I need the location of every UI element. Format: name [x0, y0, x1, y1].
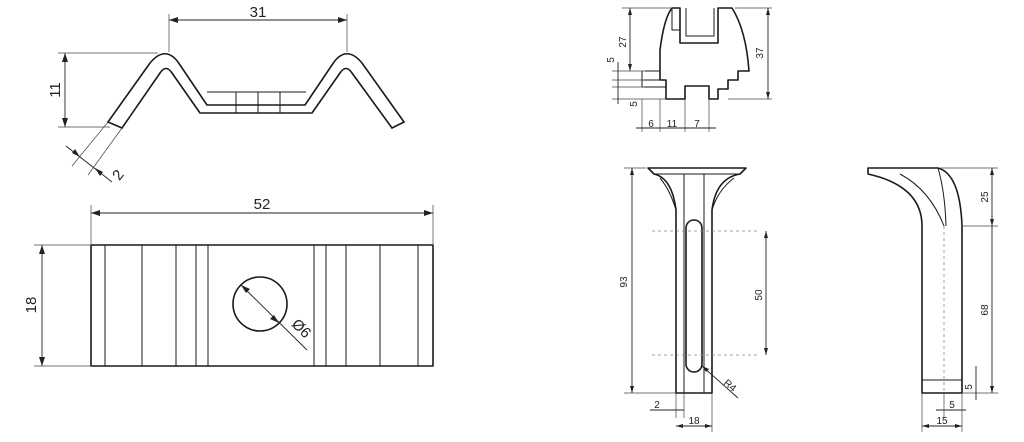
dim-7-label: 7	[694, 119, 700, 130]
profile-outline-outer	[107, 52, 405, 123]
front-view: 93 50 R4 2 18	[619, 167, 768, 432]
profile-view: 31 11 2	[47, 4, 405, 184]
dim-2-label: 2	[109, 167, 128, 184]
dim-11-label: 11	[47, 82, 64, 98]
dim-18b-label: 18	[688, 416, 700, 427]
slot	[685, 219, 703, 373]
profile-outline-inner	[121, 67, 393, 129]
dim-93-label: 93	[619, 276, 630, 288]
dim-2b-label: 2	[654, 400, 660, 411]
dim-25-label: 25	[980, 191, 991, 203]
front-view-outline	[647, 167, 747, 394]
dim-18-label: 18	[23, 297, 40, 314]
side-view-outline	[867, 167, 963, 394]
dim-hole-label: Ø6	[288, 316, 314, 342]
dim-11b-label: 11	[667, 119, 678, 130]
plan-outline	[90, 244, 434, 367]
dim-37-label: 37	[755, 47, 766, 59]
hole-circle	[232, 276, 288, 332]
plan-view: Ø6 52 18	[23, 196, 434, 367]
dim-68-label: 68	[980, 304, 991, 316]
dim-5d-label: 5	[949, 400, 955, 411]
dim-15-label: 15	[936, 416, 948, 427]
dim-31-label: 31	[250, 4, 267, 21]
dim-50-label: 50	[754, 289, 765, 301]
dim-5c-label: 5	[964, 384, 975, 390]
dim-r4-label: R4	[721, 378, 738, 395]
dim-6-label: 6	[648, 119, 654, 130]
dim-27-label: 27	[618, 36, 629, 48]
dim-5a-label: 5	[606, 57, 617, 63]
top-view: 27 37 5 5 6 11 7	[606, 7, 772, 132]
dim-52-label: 52	[254, 196, 271, 213]
dim-5b-label: 5	[629, 101, 640, 107]
side-view: 25 68 5 5 15	[867, 167, 998, 432]
top-view-outline	[659, 7, 750, 100]
